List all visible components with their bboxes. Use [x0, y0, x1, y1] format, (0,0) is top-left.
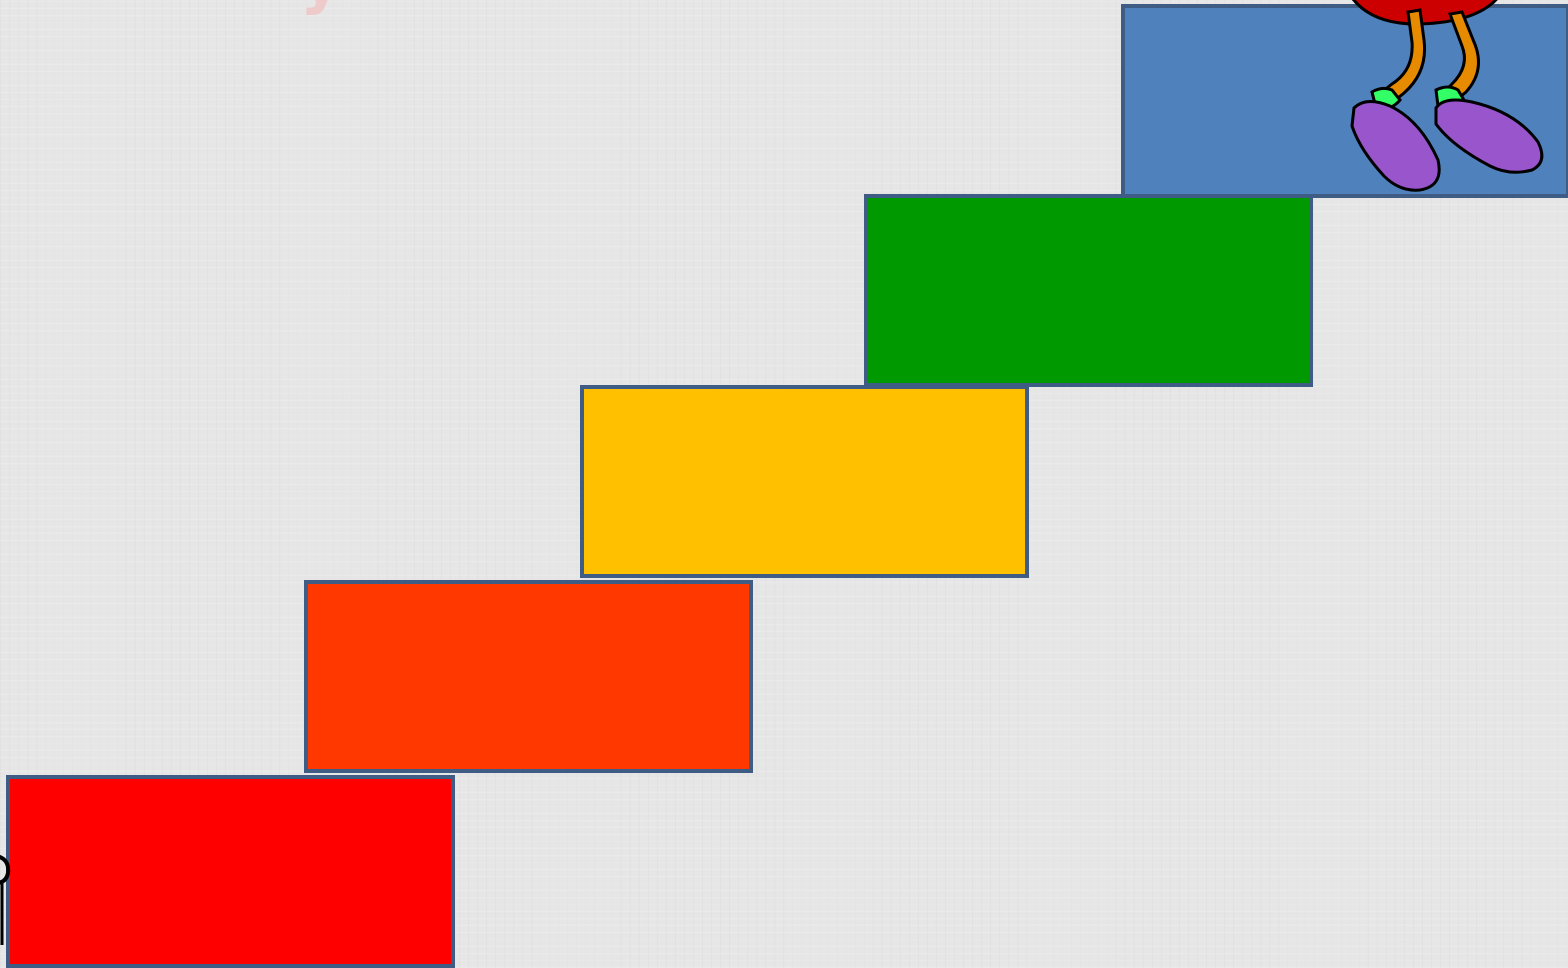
- stair-step-2: [304, 580, 753, 773]
- stair-step-1: [6, 775, 455, 968]
- partial-clipart-icon: [0, 845, 14, 968]
- cartoon-character-icon: [1320, 0, 1568, 196]
- stair-step-4: [864, 194, 1313, 387]
- faint-title-fragment: y: [300, 0, 360, 22]
- stair-step-3: [580, 385, 1029, 578]
